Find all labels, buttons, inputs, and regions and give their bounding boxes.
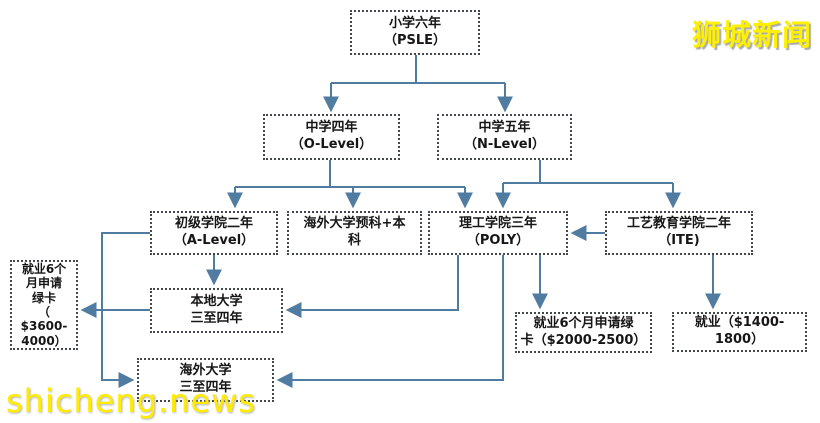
node-junior-college-alevel: 初级学院二年 （A-Level）: [150, 211, 278, 255]
node-ite: 工艺教育学院二年 （ITE): [605, 211, 753, 255]
edge-poly-overseas-uni: [276, 255, 504, 388]
edge-poly-local-uni: [285, 255, 459, 318]
edge-olevel-trunk: [235, 160, 465, 188]
site-watermark: shicheng.news: [6, 382, 256, 420]
node-local-university: 本地大学 三至四年: [150, 288, 283, 333]
node-overseas-foundation: 海外大学预科+本 科: [287, 211, 422, 255]
site-logo: 狮城新闻: [691, 18, 812, 52]
node-employment-greencard-3600: 就业6个 月申请 绿卡 （ $3600- 4000）: [10, 260, 78, 350]
node-employment-1400: 就业（$1400-1800）: [672, 312, 807, 352]
node-overseas-university: 海外大学 三至四年: [137, 358, 274, 402]
node-secondary-5yr-nlevel: 中学五年 （N-Level）: [437, 114, 572, 160]
node-primary-school-psle: 小学六年 （PSLE）: [350, 10, 480, 55]
node-secondary-4yr-olevel: 中学四年 （O-Level）: [263, 114, 400, 160]
edge-nlevel-trunk: [503, 160, 673, 184]
node-employment-greencard-2000: 就业6个月申请绿 卡（$2000-2500）: [515, 312, 652, 353]
node-polytechnic: 理工学院三年 （POLY）: [428, 211, 568, 255]
edge-psle-trunk: [331, 55, 505, 84]
edge-jc-overseas-uni: [101, 232, 150, 388]
